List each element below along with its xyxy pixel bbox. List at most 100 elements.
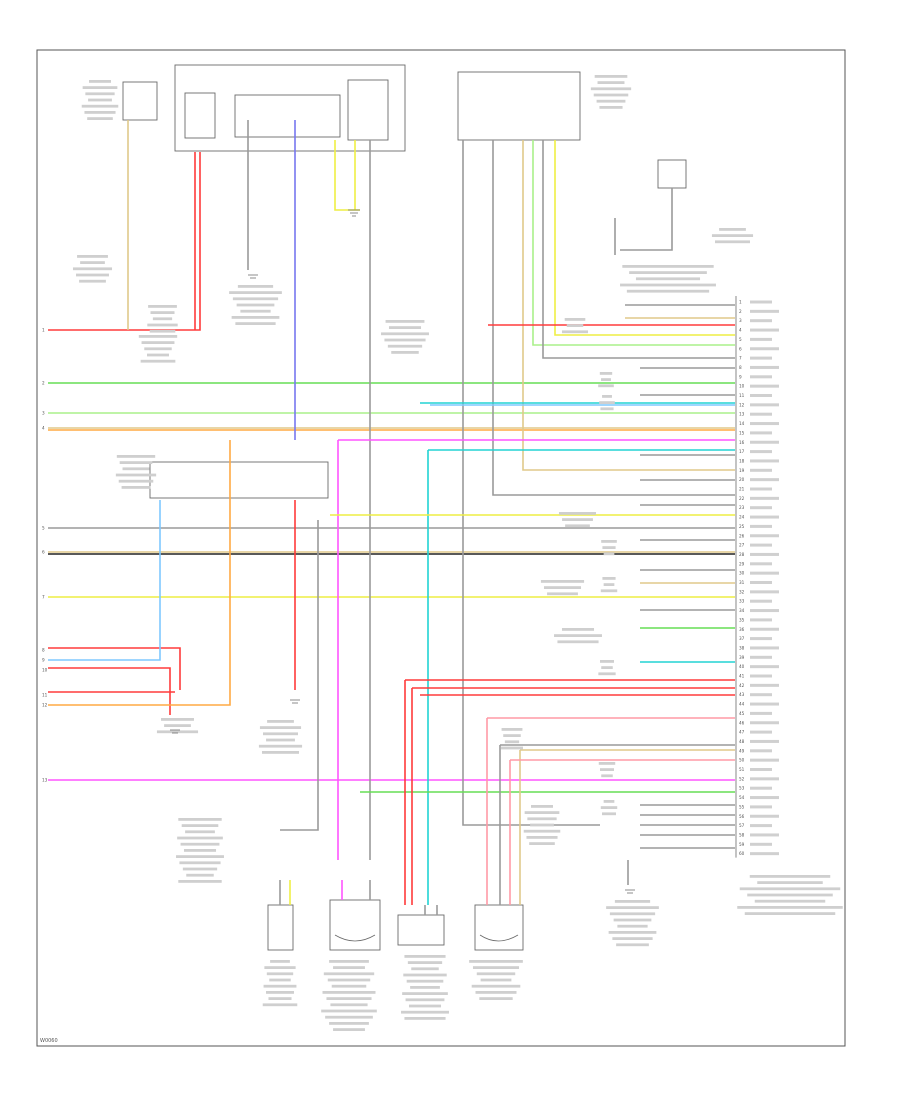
label-line [141, 341, 175, 344]
label-line [138, 335, 178, 338]
label-line [381, 332, 429, 336]
label-line [322, 991, 376, 994]
label-line [182, 867, 218, 871]
pin-number: 55 [739, 804, 745, 809]
pin-number: 49 [739, 748, 745, 753]
wire-15 [334, 140, 360, 211]
left-ref-number: 1 [42, 328, 45, 333]
pin-function-label [750, 459, 779, 463]
pin-number: 31 [739, 580, 745, 585]
pin-function-label [750, 627, 779, 631]
label-line [266, 991, 294, 994]
wire-10 [48, 152, 201, 331]
pin-number: 14 [739, 421, 745, 426]
label-line [557, 640, 599, 644]
label-line [599, 401, 615, 404]
label-line [501, 746, 523, 750]
pin-function-label [750, 384, 779, 388]
label-line [749, 875, 831, 878]
label-line [147, 353, 169, 357]
pin-number: 48 [739, 739, 745, 744]
pin-number: 32 [739, 589, 745, 594]
pin-number: 17 [739, 449, 745, 454]
pin-number: 12 [739, 402, 745, 407]
pin-number: 22 [739, 496, 745, 501]
pin-function-label [750, 496, 779, 500]
label-line [601, 378, 611, 381]
left-ref-number: 13 [42, 778, 48, 783]
label-line [566, 324, 584, 327]
label-line [616, 943, 649, 947]
pin-number: 57 [739, 823, 745, 828]
pin-function-label [750, 833, 779, 837]
label-line [178, 880, 222, 883]
pin-function-label [750, 581, 772, 584]
label-line [235, 322, 276, 325]
pin-number: 7 [739, 356, 742, 361]
label-line [404, 1017, 446, 1020]
wire-25 [492, 140, 735, 496]
label-line [600, 407, 614, 411]
label-line [711, 234, 754, 237]
label-line [480, 978, 512, 982]
label-line [329, 960, 369, 963]
label-line [543, 586, 582, 589]
wire-24 [462, 140, 600, 826]
pin-number: 2 [739, 309, 742, 314]
pin-number: 9 [739, 374, 742, 379]
label-line [147, 323, 178, 327]
label-line [327, 978, 371, 982]
wire-29 [554, 140, 735, 336]
label-line [598, 762, 616, 765]
connector-pin-column: 1234567891011121314151617181920212223242… [735, 296, 779, 858]
label-line [176, 855, 224, 858]
pin-number: 56 [739, 814, 745, 819]
label-line [598, 384, 614, 388]
label-line [149, 329, 176, 333]
pin-function-label [750, 571, 779, 575]
label-line [530, 823, 554, 827]
pin-function-label [750, 786, 772, 790]
pin-function-label [750, 665, 779, 669]
label-line [402, 992, 448, 995]
label-line [608, 931, 657, 934]
wire-38 [280, 520, 319, 831]
pin-number: 37 [739, 636, 745, 641]
pin-function-label [750, 777, 779, 781]
label-line [388, 326, 422, 329]
label-line [503, 734, 521, 737]
label-line [259, 726, 302, 729]
pin-function-label [750, 618, 772, 622]
pin-number: 1 [739, 300, 742, 305]
label-line [504, 740, 520, 744]
pin-function-label [750, 356, 772, 360]
pin-function-label [750, 852, 779, 856]
label-line [603, 800, 615, 803]
ground-symbols [170, 209, 635, 894]
pin-number: 34 [739, 608, 745, 613]
label-line [140, 359, 176, 363]
pin-number: 47 [739, 730, 745, 735]
label-line [323, 972, 375, 976]
pin-function-label [750, 674, 772, 678]
label-line [602, 577, 616, 580]
pin-function-label [750, 468, 772, 472]
label-line [269, 978, 291, 982]
label-line [236, 303, 275, 307]
label-line [529, 842, 555, 845]
pin-function-label [750, 814, 779, 818]
left-ref-number: 3 [42, 411, 45, 416]
label-line [401, 1010, 449, 1014]
label-line [471, 984, 521, 988]
label-line [601, 540, 617, 543]
label-line [479, 997, 513, 1000]
pin-number: 18 [739, 458, 745, 463]
pin-function-label [750, 711, 772, 715]
label-line [231, 316, 280, 319]
left-ref-number: 4 [42, 426, 45, 431]
label-line [121, 486, 151, 489]
pin-function-label [750, 721, 779, 725]
wire-27 [532, 140, 735, 346]
label-line [232, 297, 279, 301]
label-line [744, 912, 836, 915]
